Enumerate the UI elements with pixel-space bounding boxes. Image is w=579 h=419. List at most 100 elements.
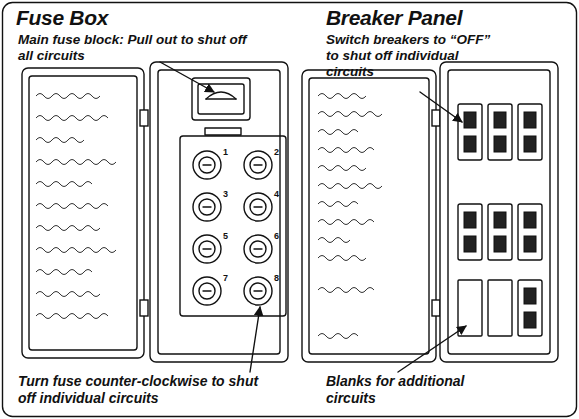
main-fuse-block xyxy=(198,84,244,114)
circuit-breaker xyxy=(524,236,536,252)
circuit-breaker xyxy=(518,104,542,160)
circuit-list-scribble xyxy=(318,334,358,339)
circuit-list-scribble xyxy=(318,94,366,99)
circuit-list-scribble xyxy=(36,116,108,121)
breaker-panel-cabinet xyxy=(448,70,550,354)
fuse xyxy=(250,241,266,257)
circuit-breaker xyxy=(464,112,476,128)
circuit-breaker xyxy=(458,204,482,260)
fuse xyxy=(244,151,272,179)
blank-slot xyxy=(488,280,512,336)
fuse xyxy=(193,235,221,263)
fuse xyxy=(244,193,272,221)
fuse xyxy=(193,151,221,179)
fuse xyxy=(254,290,262,291)
leader-arrow xyxy=(160,62,214,92)
main-fuse-block xyxy=(206,98,236,99)
fuse xyxy=(199,157,215,173)
breaker-panel-door xyxy=(302,70,440,362)
circuit-breaker xyxy=(494,212,506,228)
breaker-panel-door xyxy=(432,110,440,126)
fuse-box-door xyxy=(22,68,144,358)
circuit-number: 5 xyxy=(223,231,228,242)
fuse-box-door xyxy=(22,68,148,358)
fuse xyxy=(244,193,272,221)
breaker-panel-door xyxy=(432,300,440,316)
circuit-breaker xyxy=(494,112,506,128)
fuse xyxy=(250,157,266,173)
circuit-number: 7 xyxy=(223,273,228,284)
breaker-panel-cabinet xyxy=(440,62,558,362)
circuit-breaker xyxy=(458,104,482,160)
circuit-breaker xyxy=(518,280,542,336)
circuit-breaker xyxy=(464,212,476,228)
circuit-list-scribble xyxy=(318,112,382,117)
circuit-breaker xyxy=(518,204,542,260)
circuit-breaker xyxy=(524,112,536,128)
fuse-box-cabinet xyxy=(150,62,288,362)
fuse xyxy=(244,277,272,305)
circuit-breaker xyxy=(458,204,482,260)
blank-slot xyxy=(488,280,512,336)
circuit-list-scribble xyxy=(318,238,350,243)
fuse xyxy=(199,241,215,257)
panel-title: Fuse Box xyxy=(16,6,216,31)
circuit-number: 8 xyxy=(274,273,279,284)
circuit-breaker xyxy=(524,288,536,304)
circuit-list-scribble xyxy=(36,204,108,209)
breaker-panel-door xyxy=(309,78,429,354)
fuse xyxy=(193,277,221,305)
fuse xyxy=(250,199,266,215)
circuit-breaker xyxy=(518,204,542,260)
breaker-panel-door xyxy=(302,70,436,362)
circuit-number: 3 xyxy=(223,189,228,200)
callout-text: Switch breakers to “OFF” to shut off ind… xyxy=(326,32,506,80)
circuit-list-scribble xyxy=(318,202,358,207)
fuse xyxy=(193,193,221,221)
fuse xyxy=(254,164,262,165)
fuse xyxy=(193,151,221,179)
leader-arrow xyxy=(420,92,462,122)
circuit-breaker xyxy=(458,104,482,160)
outer-frame xyxy=(3,3,577,417)
circuit-breaker xyxy=(488,104,512,160)
circuit-breaker xyxy=(518,104,542,160)
circuit-breaker xyxy=(524,212,536,228)
circuit-number: 2 xyxy=(274,147,279,158)
main-fuse-block xyxy=(206,92,236,99)
fuse xyxy=(193,193,221,221)
fuse xyxy=(254,248,262,249)
circuit-breaker xyxy=(524,136,536,152)
circuit-list-scribble xyxy=(36,182,92,187)
circuit-number: 4 xyxy=(274,189,279,200)
panel-title: Breaker Panel xyxy=(326,6,546,31)
fuse xyxy=(203,248,211,249)
callout-text: Turn fuse counter-clockwise to shut off … xyxy=(18,373,268,406)
circuit-list-scribble xyxy=(318,94,382,339)
circuit-list-scribble xyxy=(36,314,108,319)
circuit-breaker xyxy=(494,136,506,152)
circuit-breaker xyxy=(518,280,542,336)
fuse xyxy=(244,277,272,305)
fuse-box-cabinet xyxy=(150,62,288,362)
circuit-list-scribble xyxy=(318,148,374,153)
circuit-list-scribble xyxy=(36,226,100,231)
fuse-box-door xyxy=(140,110,148,126)
circuit-list-scribble xyxy=(318,256,366,261)
fuse-box-door xyxy=(140,300,148,316)
circuit-breaker xyxy=(488,204,512,260)
blank-slot xyxy=(458,280,482,336)
fuse xyxy=(203,290,211,291)
breaker-panel-cabinet xyxy=(440,62,558,362)
circuit-breaker xyxy=(464,236,476,252)
circuit-number: 1 xyxy=(223,147,228,158)
circuit-list-scribble xyxy=(36,94,100,99)
circuit-list-scribble xyxy=(36,248,116,253)
circuit-list-scribble xyxy=(318,184,382,189)
blank-slot xyxy=(458,280,482,336)
fuse xyxy=(244,151,272,179)
fuse-box-cabinet xyxy=(158,70,280,354)
circuit-list-scribble xyxy=(36,270,92,275)
